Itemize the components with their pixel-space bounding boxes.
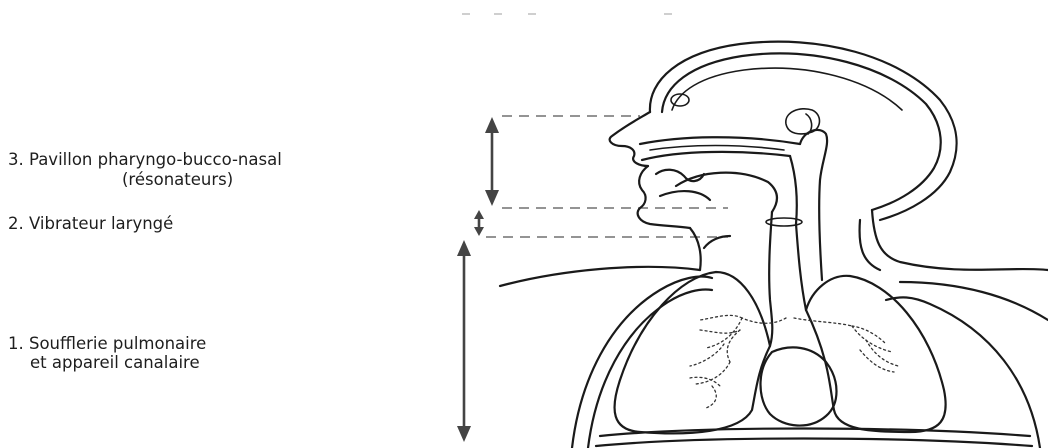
nasal-cavities [671, 94, 820, 134]
pharynx [766, 130, 827, 346]
arrow-bellows [457, 240, 471, 442]
label-resonators-line2: (résonateurs) [122, 170, 233, 190]
label-resonators-line1: 3. Pavillon pharyngo-bucco-nasal [8, 150, 282, 170]
label-bellows-line1: 1. Soufflerie pulmonaire [8, 334, 206, 354]
region-guides [486, 116, 728, 237]
face-profile [610, 112, 800, 228]
label-bellows-line2: et appareil canalaire [30, 353, 200, 373]
arrow-vibrator [474, 210, 484, 236]
arrow-resonators [485, 117, 499, 206]
lungs [615, 272, 946, 433]
label-vibrator: 2. Vibrateur laryngé [8, 214, 173, 234]
left-lung [615, 272, 770, 433]
neck-shoulders [500, 210, 1048, 286]
